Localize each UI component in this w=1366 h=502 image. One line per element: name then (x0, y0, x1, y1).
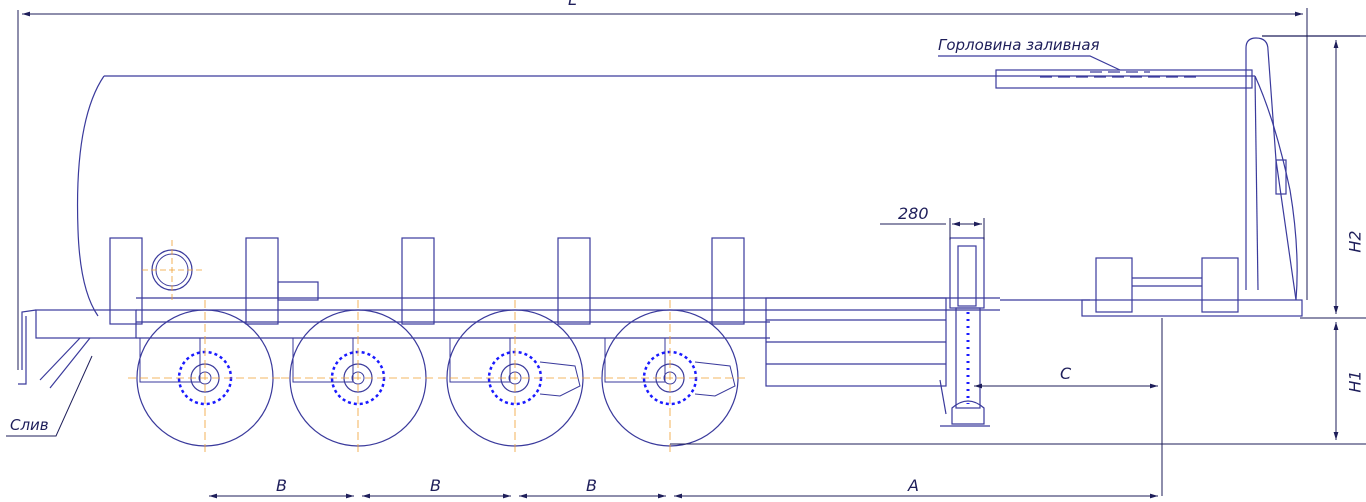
label-H1: H1 (1345, 370, 1365, 393)
drain-leader (6, 355, 93, 437)
label-filler-neck: Горловина заливная (938, 36, 1100, 54)
dimension-H2 (1308, 35, 1366, 314)
label-B-3: B (586, 476, 597, 495)
crossmember-mounts (109, 237, 1239, 325)
round-hatch (142, 240, 202, 300)
label-C: C (1060, 364, 1072, 383)
filler-neck (938, 55, 1253, 89)
dimension-H1 (1300, 317, 1366, 440)
dimension-C (974, 318, 1163, 496)
wheel-axle-3 (438, 300, 592, 456)
wheel-axle-2 (281, 300, 435, 456)
label-B-1: B (276, 476, 287, 495)
label-H2: H2 (1345, 230, 1365, 253)
dimension-L (17, 8, 1308, 370)
dimension-280 (880, 218, 985, 240)
landing-gear (939, 237, 990, 427)
label-dim-280: 280 (898, 204, 929, 223)
label-B-2: B (430, 476, 441, 495)
label-L: L (568, 0, 577, 9)
tank-body (76, 75, 1298, 317)
wheel-axle-1 (128, 300, 282, 456)
label-A: A (908, 476, 919, 495)
rear-ladder (1245, 35, 1360, 301)
label-drain: Слив (10, 416, 49, 434)
wheel-axle-4 (593, 300, 747, 456)
